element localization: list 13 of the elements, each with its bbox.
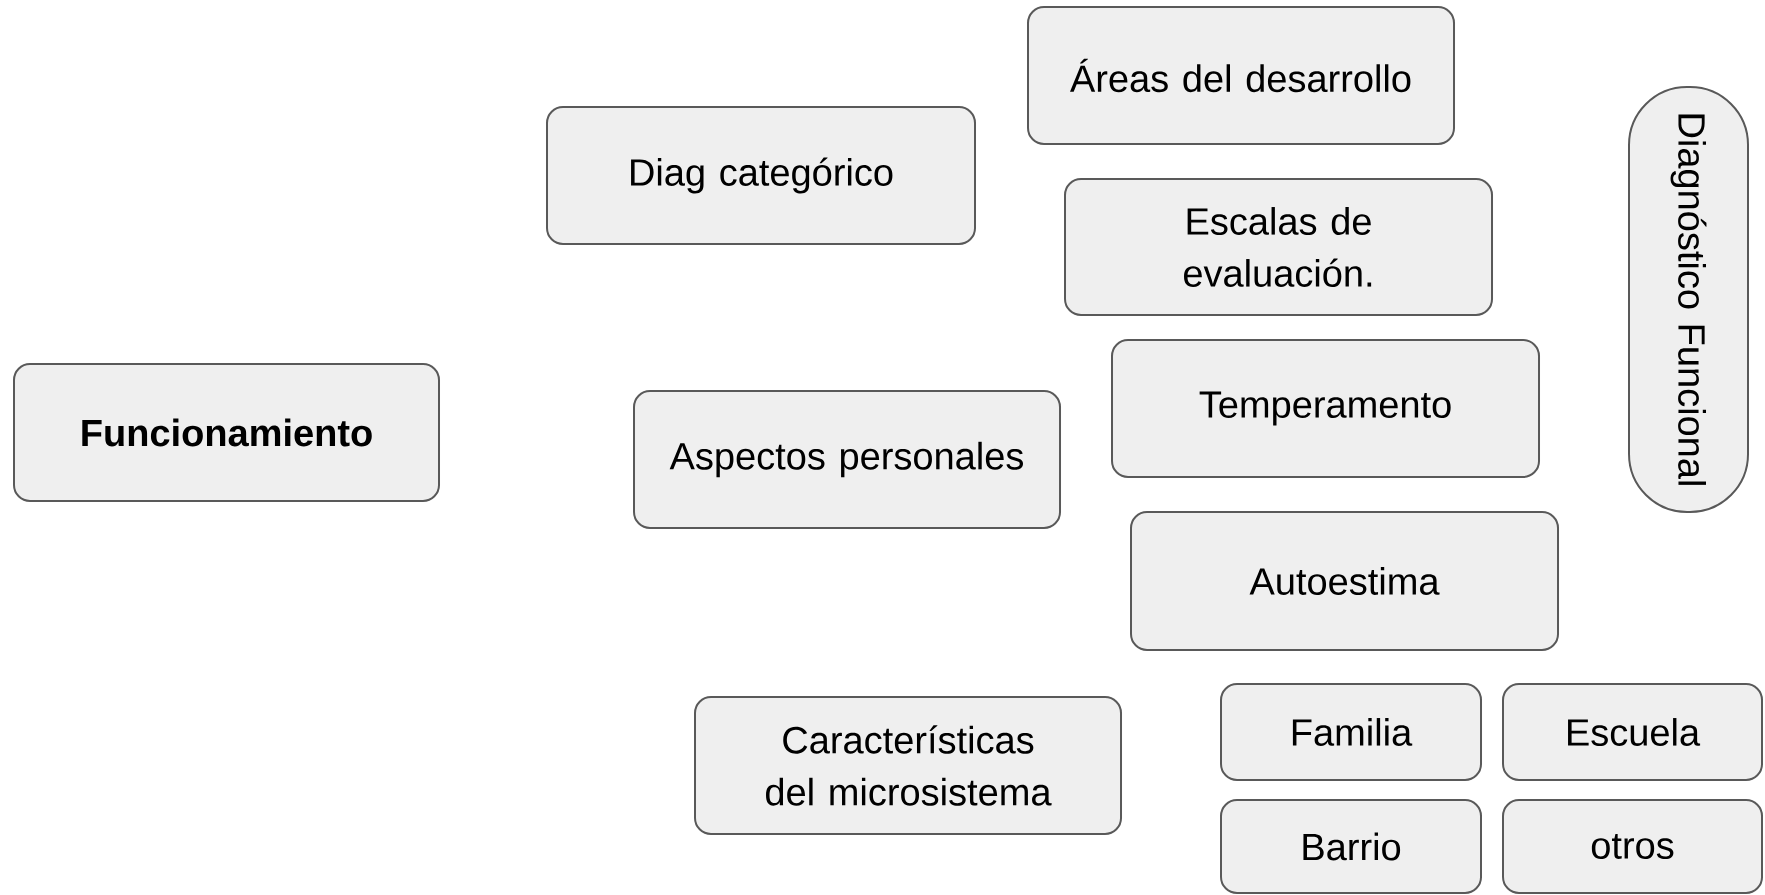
rounded-box: Familia: [1220, 683, 1482, 781]
rounded-box: Funcionamiento: [13, 363, 440, 502]
rounded-box: Barrio: [1220, 799, 1482, 894]
rounded-box: Aspectos personales: [633, 390, 1061, 529]
rounded-box: Temperamento: [1111, 339, 1540, 478]
rounded-box: Autoestima: [1130, 511, 1559, 651]
rounded-box: otros: [1502, 799, 1763, 894]
rounded-box: Características del microsistema: [694, 696, 1122, 835]
rounded-box: Diagnóstico Funcional: [1628, 86, 1749, 513]
rounded-box: Escalas de evaluación.: [1064, 178, 1493, 316]
rounded-box: Áreas del desarrollo: [1027, 6, 1455, 145]
rounded-box: Diag categórico: [546, 106, 976, 245]
rounded-box: Escuela: [1502, 683, 1763, 781]
